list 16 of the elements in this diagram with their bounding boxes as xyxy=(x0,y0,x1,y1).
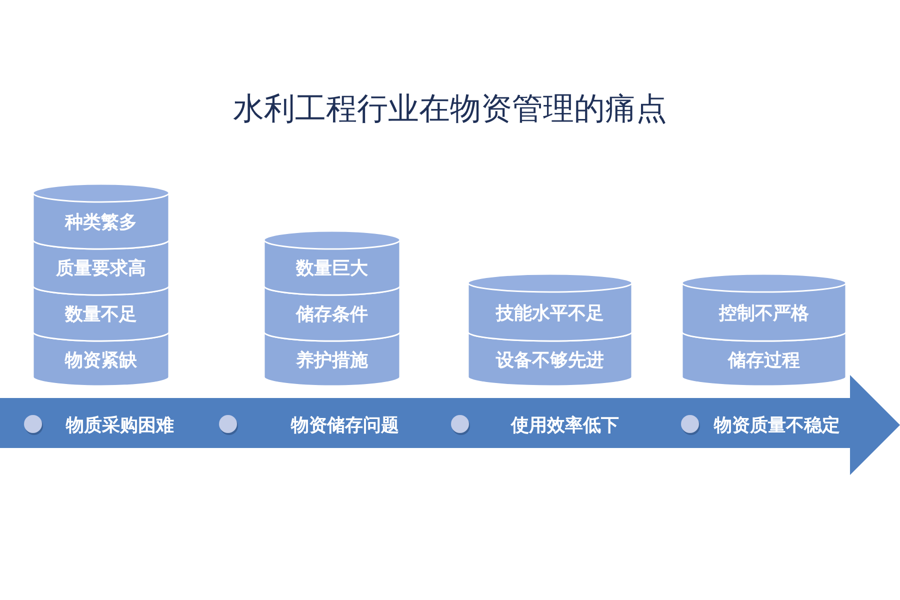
title: 水利工程行业在物资管理的痛点 xyxy=(232,90,668,129)
band-label: 物资质量不稳定 xyxy=(714,415,840,437)
band-label: 使用效率低下 xyxy=(511,415,619,437)
cylinder-label: 养护措施 xyxy=(294,350,369,372)
cylinder-label: 数量巨大 xyxy=(294,258,369,280)
cylinder-label: 技能水平不足 xyxy=(494,302,605,324)
cylinder-label: 数量不足 xyxy=(64,304,138,326)
cylinder-label: 质量要求高 xyxy=(54,258,147,280)
cylinder-label: 物资紧缺 xyxy=(64,350,138,372)
band-label: 物质采购困难 xyxy=(66,415,174,437)
band-label: 物资储存问题 xyxy=(291,415,399,437)
cylinder-label: 种类繁多 xyxy=(64,212,138,234)
cylinder-label: 储存条件 xyxy=(294,304,369,326)
cylinder-label: 设备不够先进 xyxy=(494,350,605,372)
cylinder-label: 控制不严格 xyxy=(718,302,810,324)
cylinder-label: 储存过程 xyxy=(726,350,801,372)
